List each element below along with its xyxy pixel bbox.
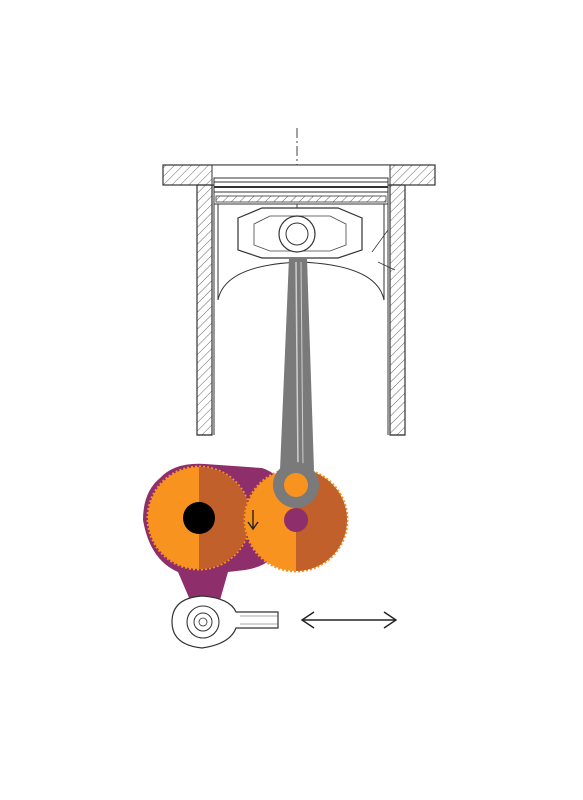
arrow-down-icon <box>247 510 259 531</box>
connecting-rod <box>273 258 319 508</box>
right-gear <box>243 467 349 573</box>
crank-pin <box>284 473 308 497</box>
cylinder-walls <box>196 184 406 436</box>
piston <box>213 177 396 435</box>
double-arrow-horizontal-icon <box>300 611 398 629</box>
output-link <box>171 595 279 649</box>
left-gear <box>146 465 252 571</box>
right-gear-pin <box>284 508 308 532</box>
left-gear-hub <box>183 502 215 534</box>
